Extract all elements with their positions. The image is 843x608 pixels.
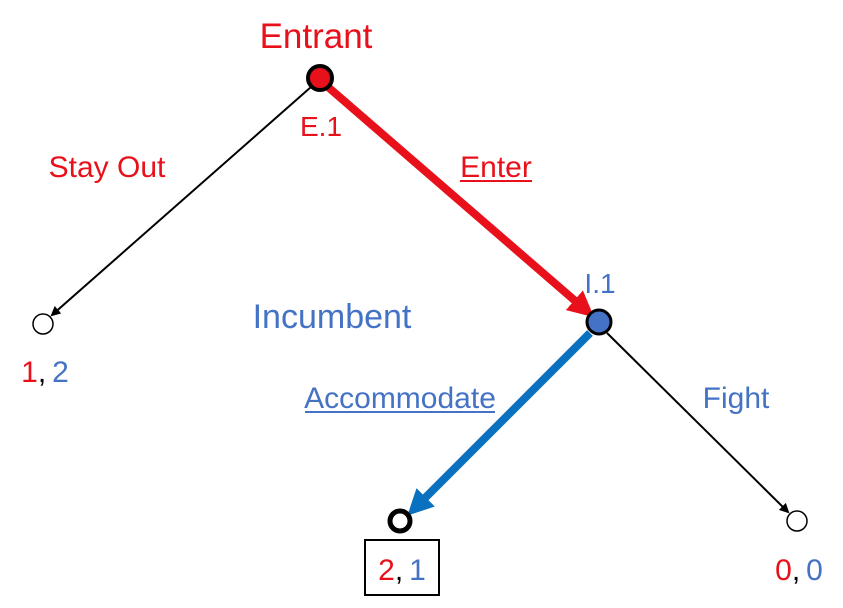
terminal-node-accommodate — [387, 508, 413, 534]
node-label-e1: E.1 — [300, 111, 342, 142]
payoff-fight-sep: , — [792, 554, 800, 587]
terminal-node-fight — [786, 510, 808, 532]
edge-enter — [325, 83, 595, 318]
terminal-node-stay-out — [32, 313, 54, 335]
payoff-accommodate-incumbent: 1 — [409, 554, 426, 587]
edge-accommodate — [407, 330, 593, 516]
entrant-decision-node — [306, 64, 334, 92]
edge-stay-out — [50, 86, 312, 317]
payoff-fight: 0,0 — [775, 554, 823, 587]
player-label-entrant: Entrant — [260, 17, 373, 56]
action-label-enter: Enter — [460, 151, 532, 184]
action-label-fight: Fight — [703, 382, 770, 415]
action-label-stay-out: Stay Out — [49, 151, 166, 184]
incumbent-decision-node — [585, 308, 613, 336]
payoff-stay-out-incumbent: 2 — [52, 356, 69, 389]
payoff-accommodate-entrant: 2 — [378, 554, 395, 587]
payoff-stay-out: 1,2 — [21, 356, 69, 389]
edge-fight — [606, 332, 790, 514]
payoff-fight-entrant: 0 — [775, 554, 792, 587]
equilibrium-payoff-box — [364, 539, 440, 596]
payoff-accommodate: 2,1 — [378, 554, 426, 587]
node-label-i1: I.1 — [584, 268, 615, 299]
action-label-accommodate: Accommodate — [304, 382, 496, 415]
payoff-accommodate-sep: , — [395, 554, 403, 587]
payoff-stay-out-sep: , — [38, 356, 46, 389]
payoff-fight-incumbent: 0 — [806, 554, 823, 587]
player-label-incumbent: Incumbent — [253, 298, 412, 336]
payoff-stay-out-entrant: 1 — [21, 356, 38, 389]
